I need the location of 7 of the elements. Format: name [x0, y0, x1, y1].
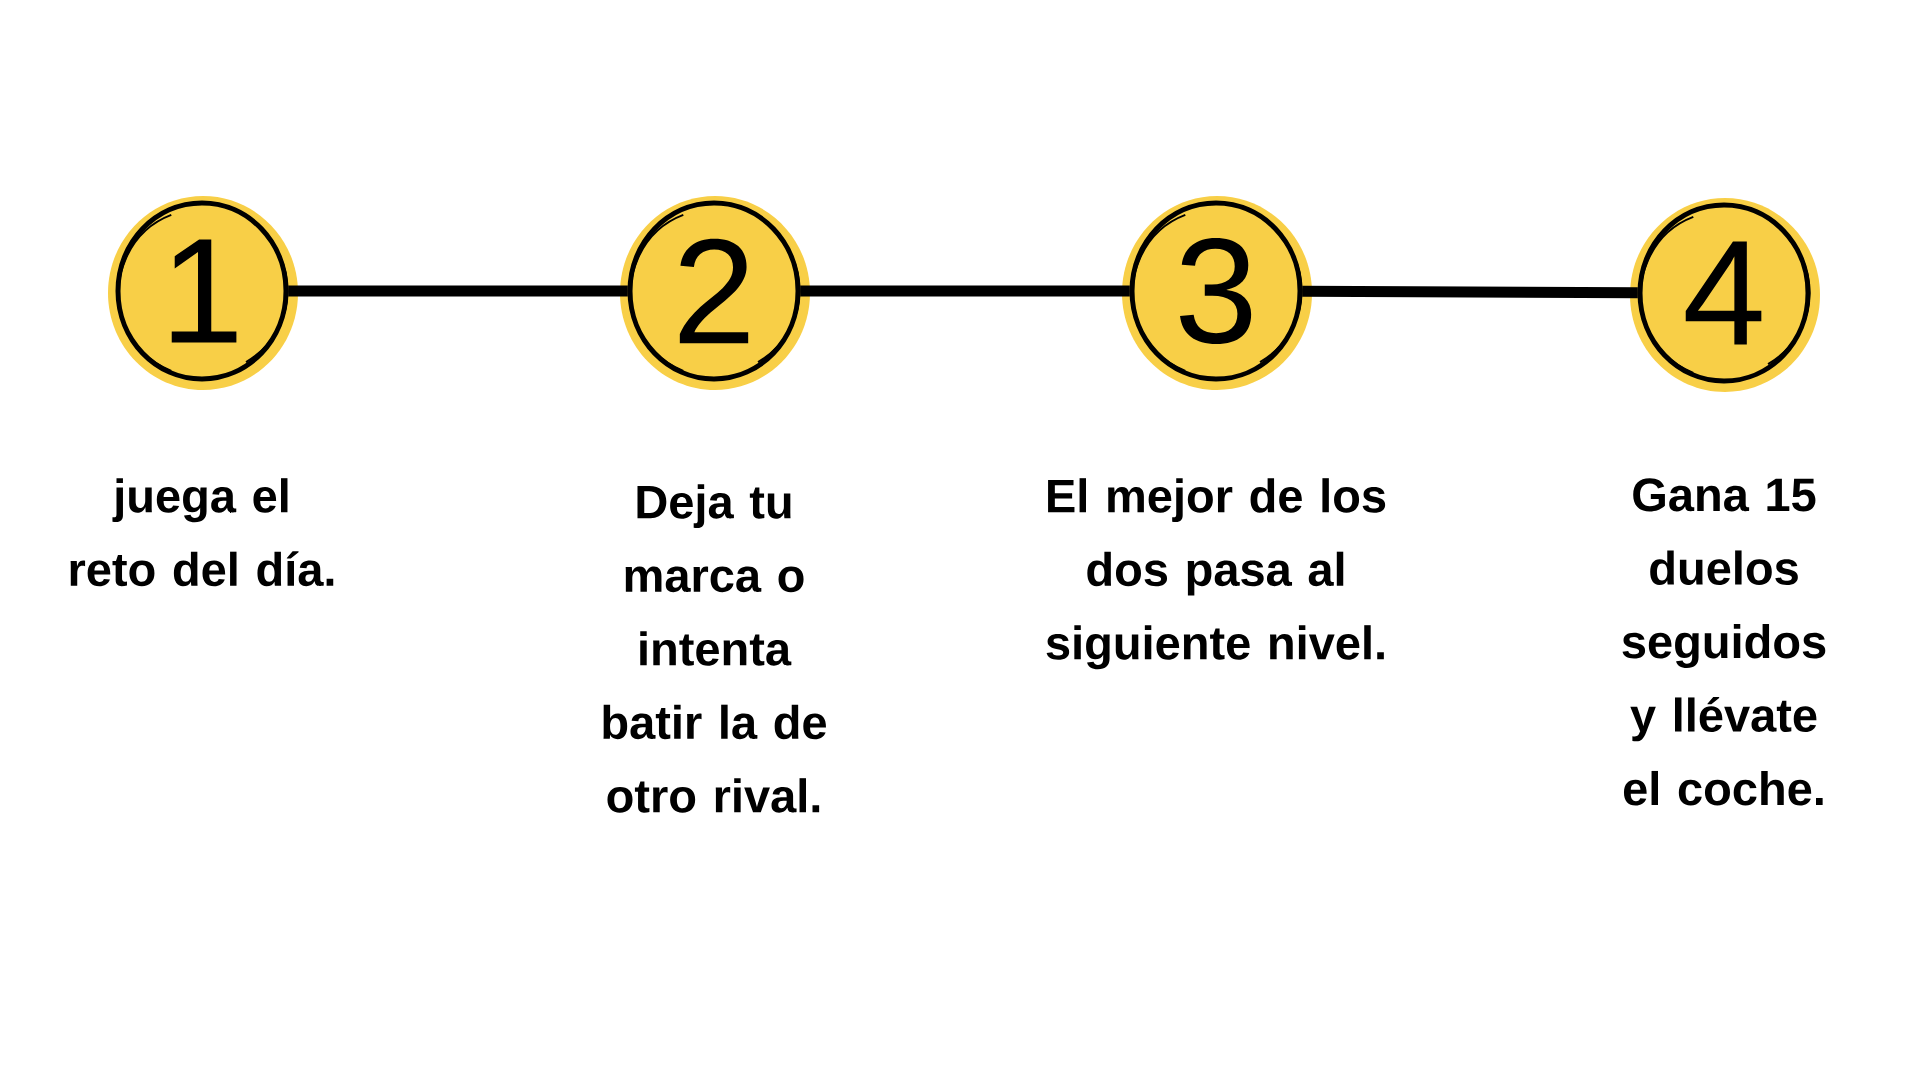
- step-description: El mejor de los dos pasa al siguiente nivel.: [1046, 478, 1386, 670]
- connector-line: [288, 285, 628, 297]
- step-description: Deja tu marca o intenta batir la de otro rival.: [603, 484, 826, 813]
- connector-line: [800, 285, 1130, 297]
- step-description: Gana 15 duelos seguidos y llévate el coche.: [1622, 478, 1826, 806]
- connector-line: [1302, 285, 1638, 299]
- step-description: juega el reto del día.: [70, 478, 334, 587]
